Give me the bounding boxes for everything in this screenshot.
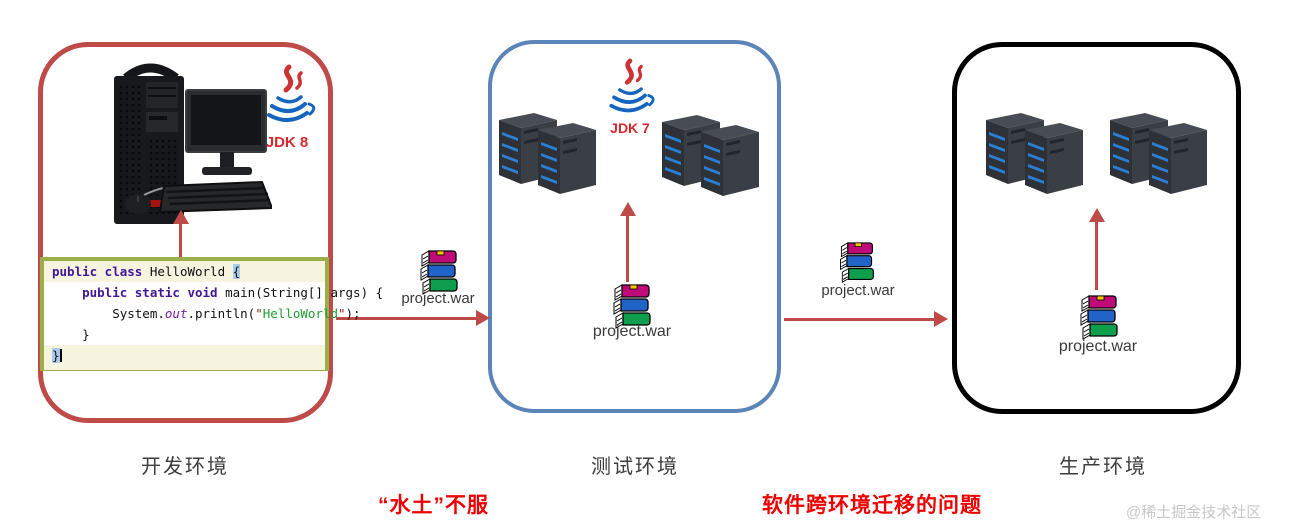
env-label-test: 测试环境 [591,456,679,478]
arrow-up-line [179,224,182,257]
server-cluster-icon [1109,103,1209,197]
winrar-archive-icon [835,242,877,284]
code-line-4: } [44,324,325,345]
war-file-label: project.war [821,282,895,299]
text-caret [59,349,62,362]
arrow-up-line [626,216,629,282]
watermark: @稀土掘金技术社区 [1126,504,1262,521]
code-line-1: public class HelloWorld { [44,261,325,282]
winrar-archive-icon [1077,295,1119,341]
code-line-5: } [44,345,325,366]
java-logo-icon [601,55,659,121]
caption-migration-problem: 软件跨环境迁移的问题 [762,494,982,517]
arrow-right-line [336,317,477,320]
arrow-up-icon [173,210,189,224]
code-line-2: public static void main(String[] args) { [44,282,383,303]
war-file-label: project.war [401,290,475,307]
java-logo-icon [258,58,320,134]
code-line-3: System.out.println("HelloWorld"); [44,303,361,324]
arrow-right-line [784,318,935,321]
arrow-up-icon [620,202,636,216]
server-cluster-icon [498,103,598,197]
arrow-up-icon [1089,208,1105,222]
arrow-right-icon [934,311,948,327]
war-file-label: project.war [592,323,672,340]
env-label-prod: 生产环境 [1059,456,1147,478]
caption-incompatibility: “水土”不服 [378,494,489,517]
code-snippet: public class HelloWorld { public static … [40,257,383,371]
env-label-dev: 开发环境 [141,456,229,478]
arrow-right-icon [476,310,490,326]
server-cluster-icon [985,103,1085,197]
jdk-version-label: JDK 7 [610,120,650,136]
desktop-computer-illustration [114,63,272,224]
server-cluster-icon [661,105,761,199]
arrow-up-line [1095,222,1098,290]
jdk-version-label: JDK 8 [265,134,309,151]
war-file-label: project.war [1058,338,1138,355]
